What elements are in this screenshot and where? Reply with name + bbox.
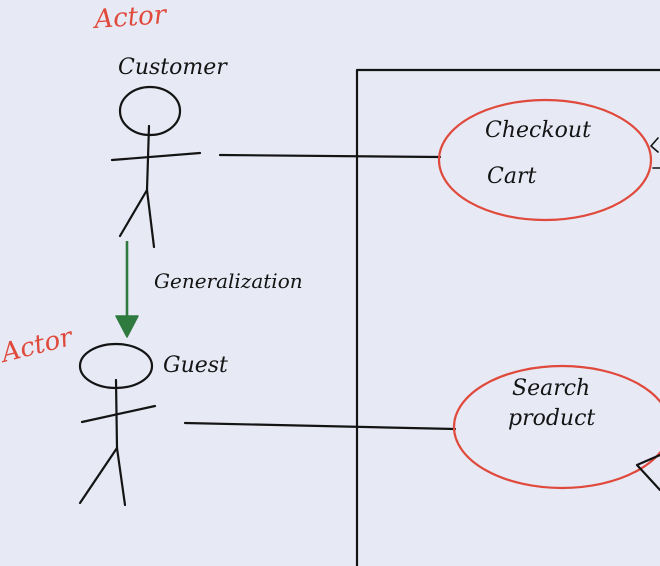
generalization-arrow <box>115 241 139 338</box>
use-case-search-line1: Search <box>512 376 590 401</box>
use-case-checkout-line1: Checkout <box>485 118 591 143</box>
actor-guest-name: Guest <box>163 353 228 378</box>
use-case-checkout-cart: Checkout Cart <box>437 98 660 222</box>
actor-customer-stereotype: Actor <box>91 0 168 35</box>
generalization-label: Generalization <box>154 269 303 293</box>
extend-arrow-fragment <box>635 453 660 492</box>
use-case-checkout-line2: Cart <box>487 164 536 189</box>
actor-customer: Actor Customer <box>91 0 228 249</box>
association-guest-search <box>183 421 457 431</box>
use-case-search-line2: product <box>508 406 595 431</box>
actor-customer-name: Customer <box>118 55 228 80</box>
system-boundary <box>355 68 660 566</box>
actor-customer-figure <box>110 85 202 249</box>
use-case-search-product: Search product <box>452 364 660 492</box>
actor-guest: Actor Guest <box>0 322 228 507</box>
association-customer-checkout <box>218 153 442 159</box>
generalization-arrowhead <box>115 315 139 338</box>
actor-guest-stereotype: Actor <box>0 322 77 369</box>
actor-guest-figure <box>78 342 157 507</box>
use-case-checkout-ellipse <box>437 98 653 222</box>
use-case-search-ellipse <box>452 364 660 490</box>
include-arrow-fragment <box>650 137 660 169</box>
